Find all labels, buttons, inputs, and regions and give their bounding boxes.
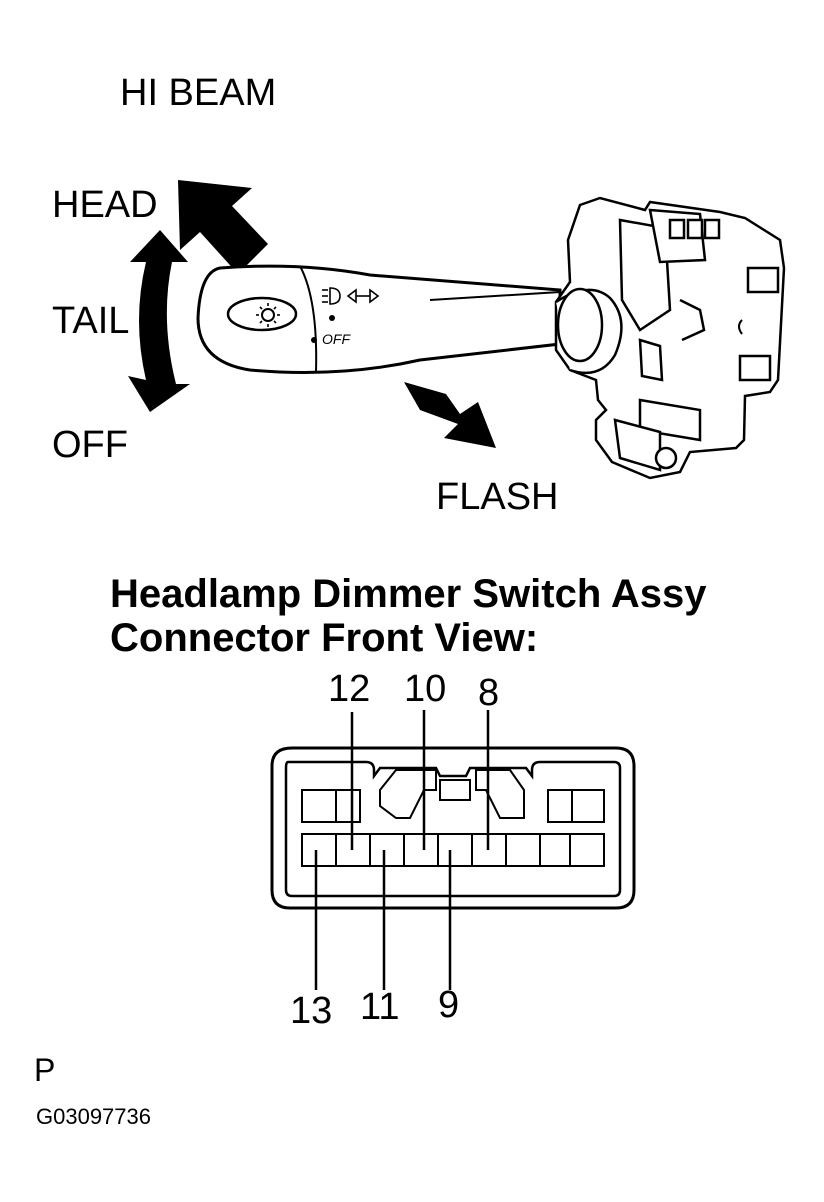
label-head: HEAD [52, 184, 158, 226]
label-tail: TAIL [52, 300, 130, 342]
pin-label-10: 10 [404, 668, 447, 710]
lever-body [196, 264, 562, 374]
pin-label-9: 9 [438, 984, 460, 1026]
position-double-arrow [128, 230, 190, 412]
label-flash: FLASH [436, 476, 559, 518]
pin-label-12: 12 [328, 668, 371, 710]
diagram-title-line2: Connector Front View: [110, 616, 539, 660]
connector-cavities-top [301, 769, 605, 823]
pin-label-8: 8 [478, 672, 500, 714]
switch-housing [554, 196, 786, 480]
pin-label-11: 11 [360, 986, 400, 1028]
diagram-title-line1: Headlamp Dimmer Switch Assy [110, 572, 707, 616]
connector-cavities-bottom [301, 833, 605, 867]
tail-light-icon [346, 288, 380, 304]
lever-off-mark: OFF [322, 331, 350, 347]
connector-body [270, 746, 636, 910]
light-icon [261, 308, 275, 322]
pin-label-13: 13 [290, 990, 333, 1032]
footer-letter: P [34, 1052, 56, 1088]
label-hi-beam: HI BEAM [120, 72, 277, 114]
hi-beam-arrow [178, 180, 268, 274]
headlamp-icon [322, 287, 341, 305]
flash-arrow [404, 382, 496, 448]
footer-code: G03097736 [36, 1104, 151, 1129]
label-off: OFF [52, 424, 128, 466]
pin-leader-lines [314, 710, 490, 990]
